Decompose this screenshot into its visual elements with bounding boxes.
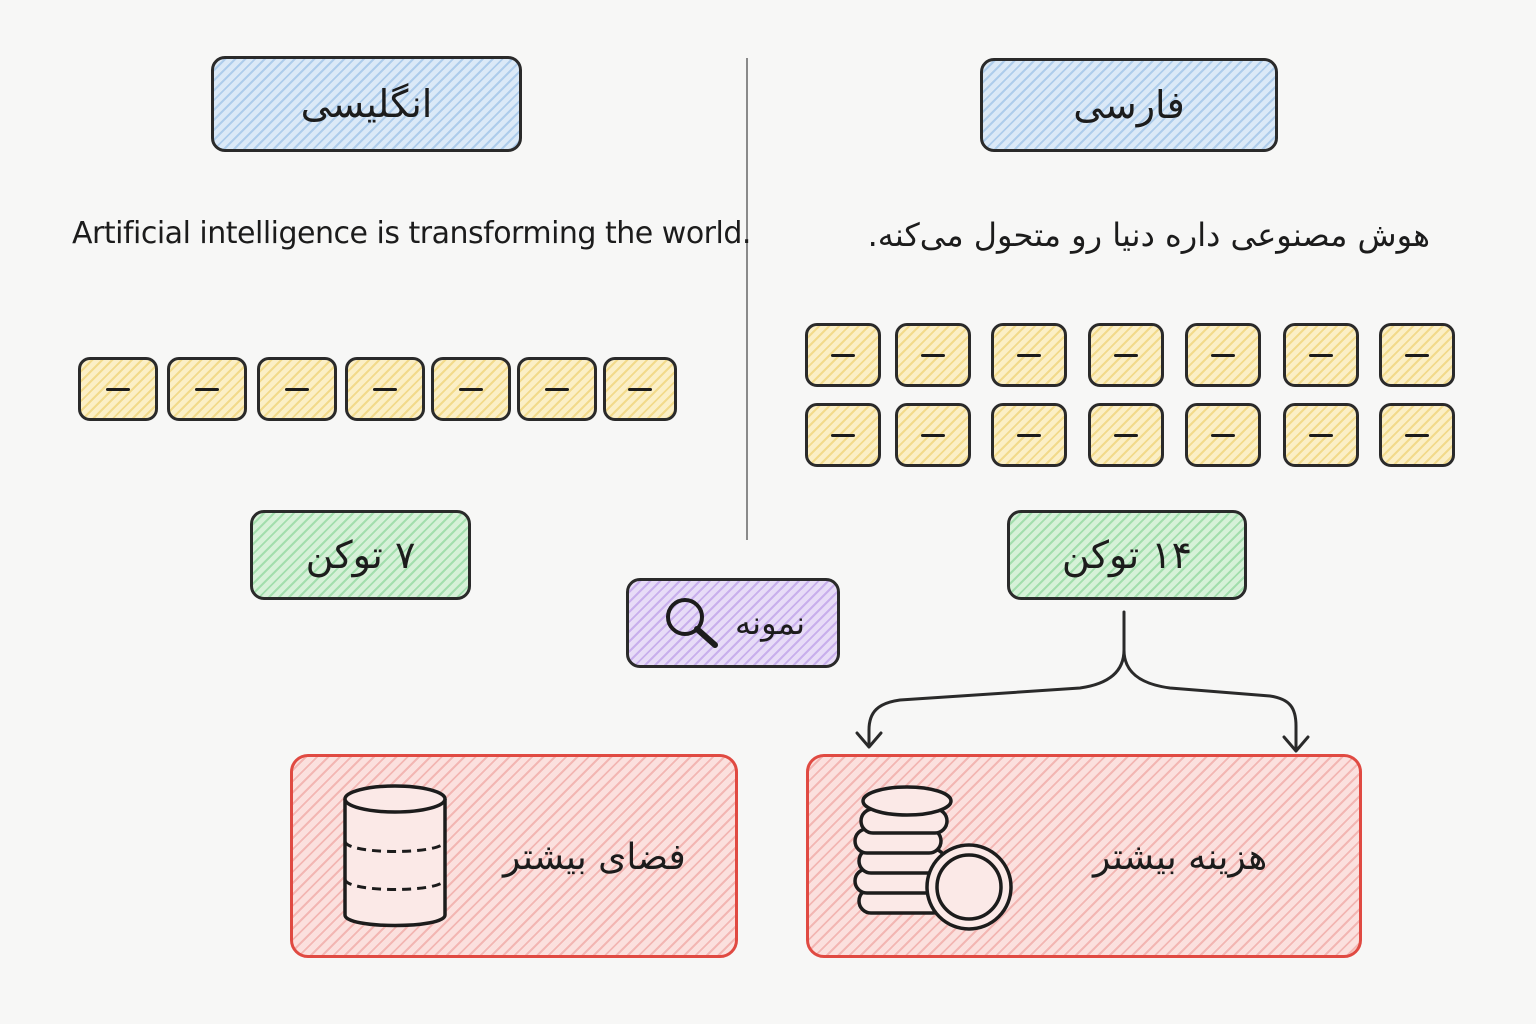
more-cost-label: هزینه بیشتر	[1093, 837, 1268, 878]
token-dash	[1114, 433, 1138, 437]
token-dash	[1114, 353, 1138, 357]
persian-token	[1379, 323, 1455, 387]
persian-token	[1185, 403, 1261, 467]
persian-token	[1283, 323, 1359, 387]
example-badge: نمونه	[626, 578, 840, 668]
token-dash	[459, 387, 483, 391]
token-dash	[628, 387, 652, 391]
magnifier-icon	[666, 598, 718, 648]
persian-sentence: هوش مصنوعی داره دنیا رو متحول می‌کنه.	[867, 216, 1430, 254]
token-dash	[373, 387, 397, 391]
persian-token	[1379, 403, 1455, 467]
coins-icon	[853, 785, 1013, 931]
persian-token	[1283, 403, 1359, 467]
token-dash	[1309, 353, 1333, 357]
more-space-label: فضای بیشتر	[503, 837, 686, 878]
english-token	[167, 357, 247, 421]
token-dash	[545, 387, 569, 391]
token-dash	[1309, 433, 1333, 437]
persian-language-box: فارسی	[980, 58, 1278, 152]
token-dash	[1211, 433, 1235, 437]
token-dash	[1017, 353, 1041, 357]
english-token	[603, 357, 677, 421]
english-token	[517, 357, 597, 421]
more-cost-box: هزینه بیشتر	[806, 754, 1362, 958]
persian-token-count-box: ۱۴ توکن	[1007, 510, 1247, 600]
token-dash	[106, 387, 130, 391]
english-token-count-label: ۷ توکن	[305, 533, 416, 577]
token-dash	[195, 387, 219, 391]
english-language-label: انگلیسی	[300, 82, 433, 126]
english-token	[78, 357, 158, 421]
english-token	[345, 357, 425, 421]
english-token-count-box: ۷ توکن	[250, 510, 471, 600]
persian-token	[895, 323, 971, 387]
token-dash	[1405, 433, 1429, 437]
token-dash	[1405, 353, 1429, 357]
token-dash	[1211, 353, 1235, 357]
database-icon	[343, 784, 447, 928]
token-dash	[831, 353, 855, 357]
persian-token	[895, 403, 971, 467]
column-divider	[746, 58, 748, 540]
token-dash	[285, 387, 309, 391]
persian-token	[1088, 323, 1164, 387]
persian-token	[991, 323, 1067, 387]
english-language-box: انگلیسی	[211, 56, 522, 152]
persian-token	[1088, 403, 1164, 467]
english-sentence: Artificial intelligence is transforming …	[72, 216, 751, 251]
english-token	[257, 357, 337, 421]
persian-language-label: فارسی	[1073, 83, 1185, 127]
token-dash	[921, 433, 945, 437]
persian-token	[991, 403, 1067, 467]
example-badge-label: نمونه	[735, 604, 805, 642]
token-dash	[921, 353, 945, 357]
more-space-box: فضای بیشتر	[290, 754, 738, 958]
persian-token	[805, 323, 881, 387]
token-dash	[831, 433, 855, 437]
persian-token-count-label: ۱۴ توکن	[1061, 533, 1193, 577]
english-token	[431, 357, 511, 421]
token-dash	[1017, 433, 1041, 437]
persian-token	[805, 403, 881, 467]
persian-token	[1185, 323, 1261, 387]
